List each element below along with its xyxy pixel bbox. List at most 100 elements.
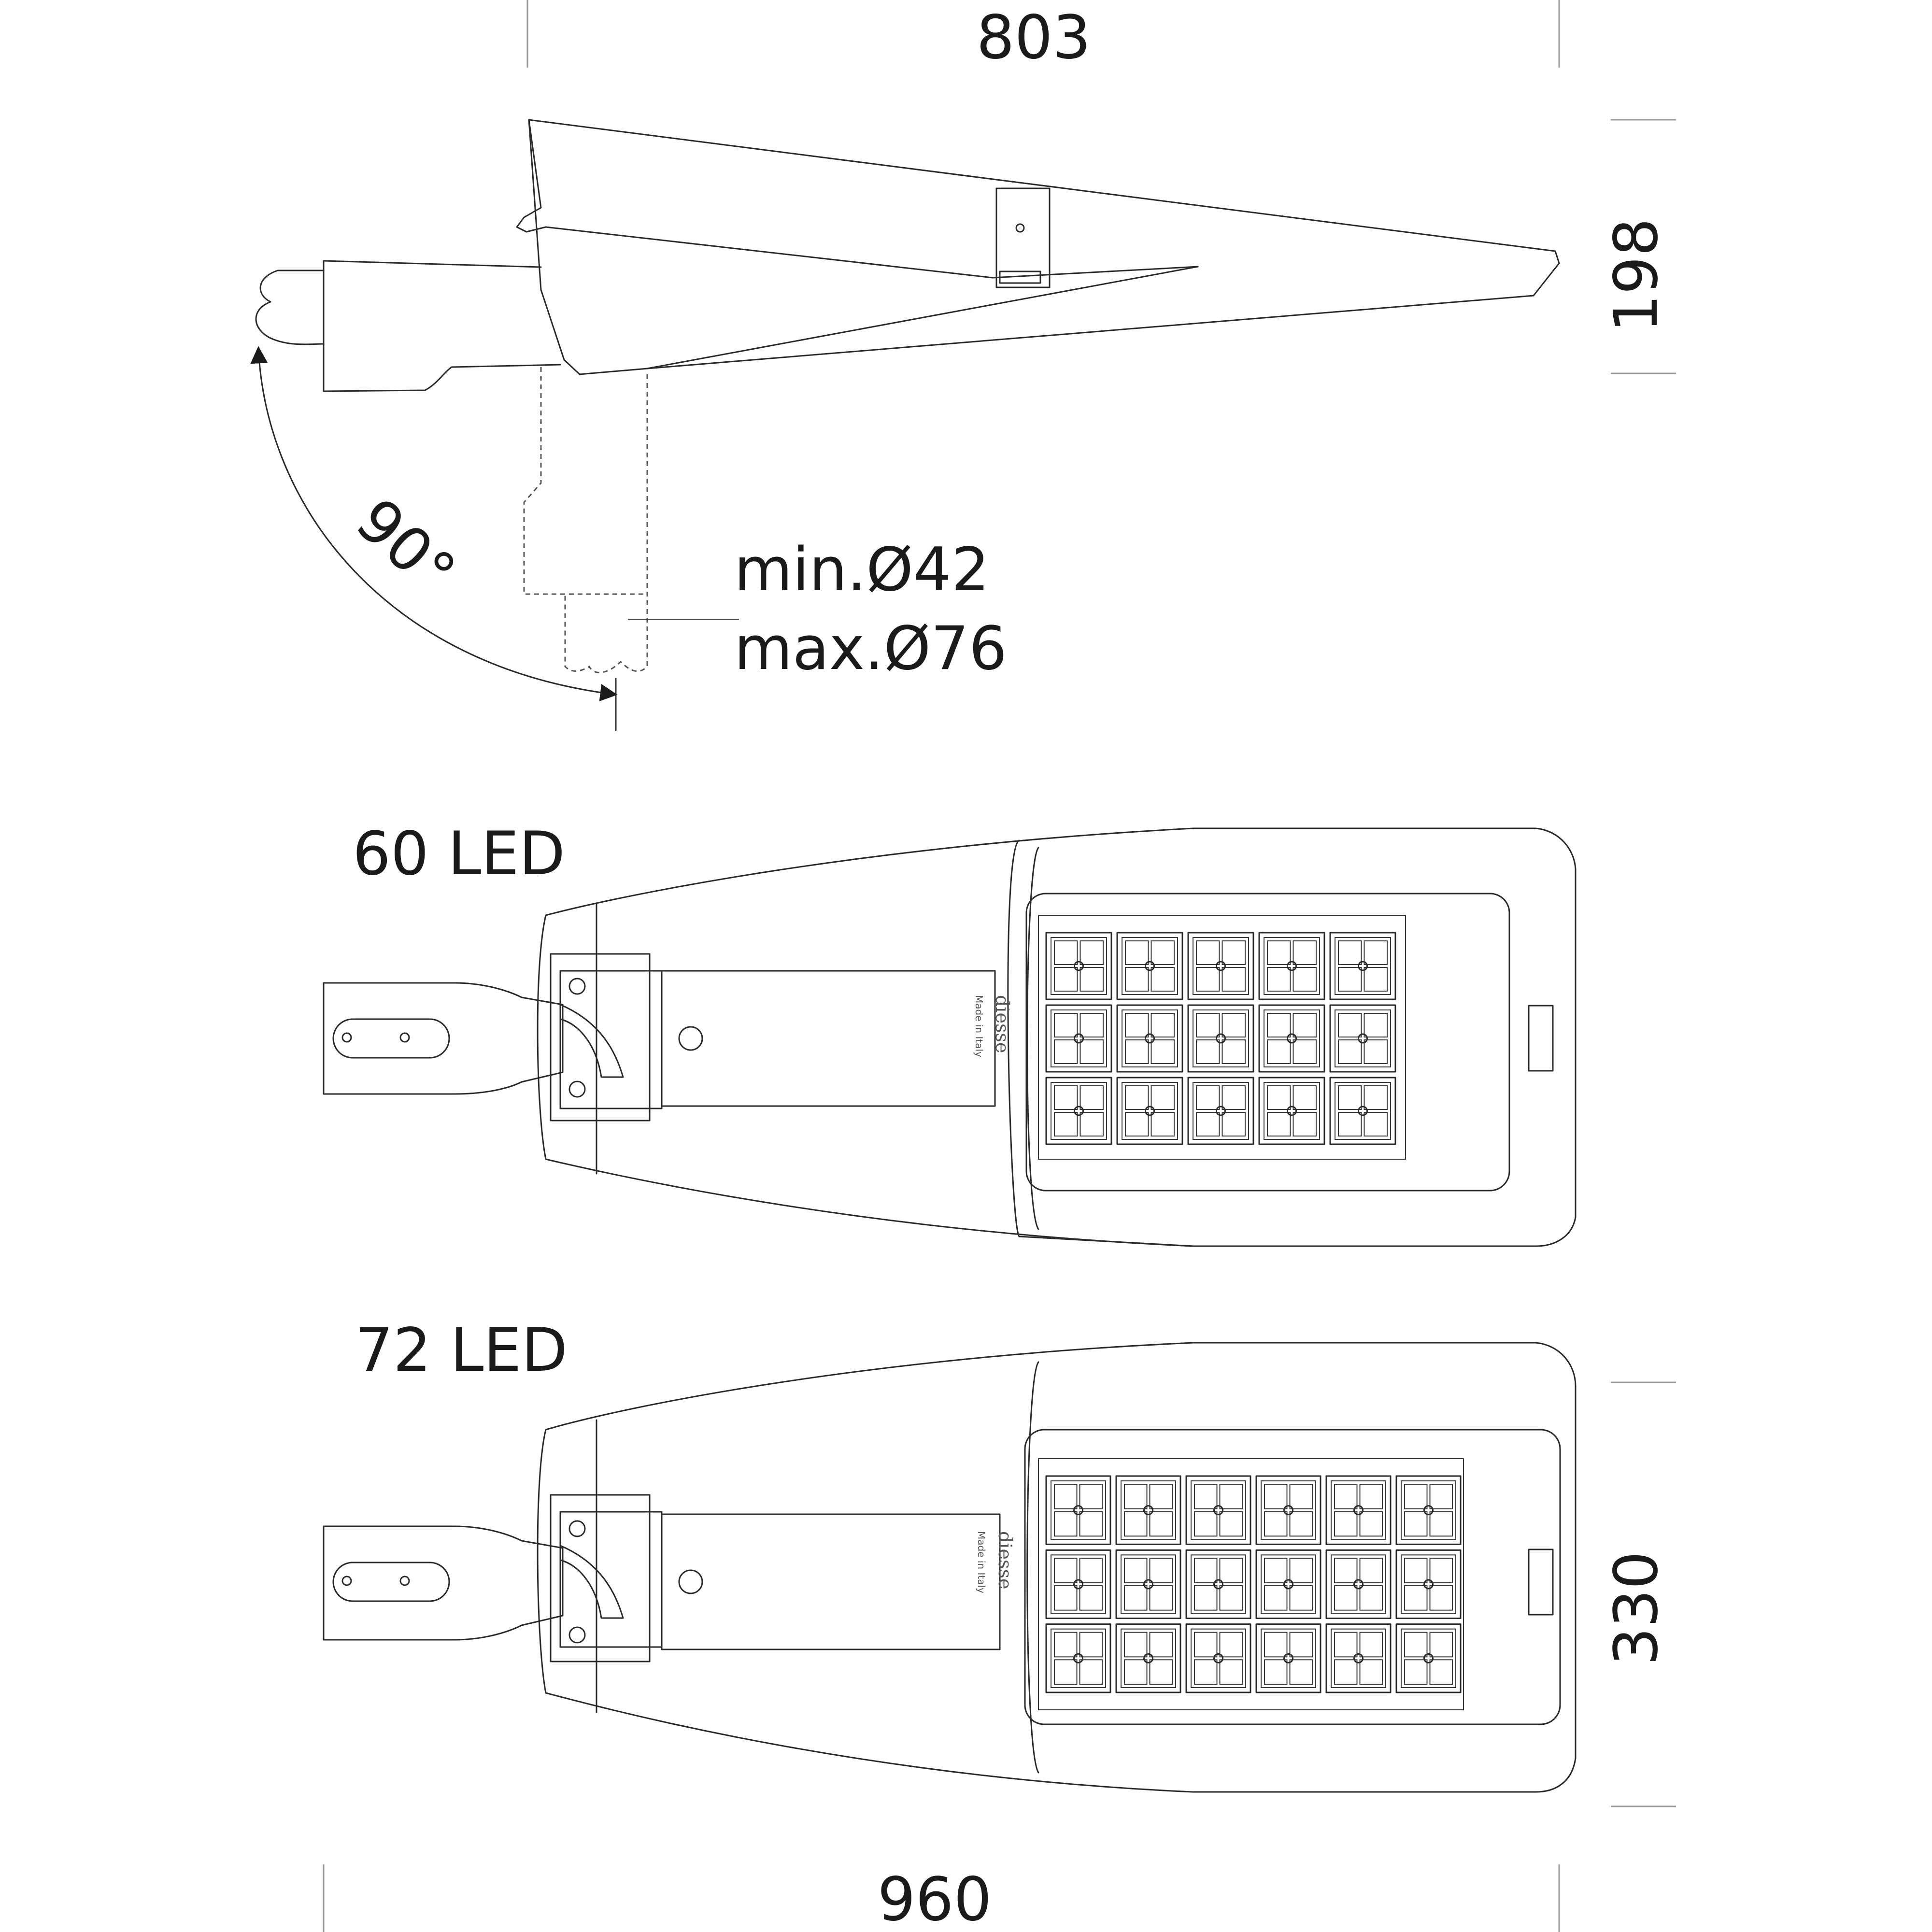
arm-slot	[332, 1562, 450, 1602]
pole-min-diameter: min.Ø42	[734, 535, 990, 605]
led-module-screw	[1283, 1653, 1293, 1663]
led-lens	[1080, 967, 1104, 992]
led-module-screw	[1143, 1579, 1153, 1590]
led-module-screw	[1074, 1106, 1084, 1116]
led-module-inner	[1401, 1628, 1456, 1689]
led-module-inner	[1331, 1554, 1386, 1614]
led-module	[1187, 932, 1254, 1000]
led-module-inner	[1122, 1082, 1178, 1140]
led-lens	[1054, 1585, 1078, 1611]
led-module-screw	[1073, 1653, 1083, 1663]
led-module	[1329, 1004, 1396, 1073]
led-lens	[1196, 940, 1220, 965]
led-lens	[1264, 1511, 1288, 1537]
led-lens	[1289, 1558, 1313, 1583]
led-lens	[1404, 1484, 1428, 1509]
led-lens	[1194, 1632, 1218, 1658]
led-module-inner	[1122, 937, 1178, 995]
led-module-inner	[1191, 1554, 1246, 1614]
bracket-saddle	[559, 1545, 624, 1619]
led-lens	[1149, 1659, 1173, 1685]
led-module-screw	[1213, 1579, 1223, 1590]
led-lens	[1151, 1085, 1175, 1110]
led-lens	[1334, 1585, 1358, 1611]
bracket-neck	[661, 1513, 1001, 1650]
led-lens	[1079, 1558, 1103, 1583]
led-lens	[1359, 1659, 1383, 1685]
mount-bracket	[550, 953, 651, 1122]
led-module	[1258, 1004, 1325, 1073]
side-clip-hole	[1015, 223, 1025, 233]
led-lens	[1080, 1085, 1104, 1110]
led-lens	[1149, 1558, 1173, 1583]
plan-view-60-led: diesse Made in Italy	[323, 827, 1577, 1247]
led-lens	[1264, 1558, 1288, 1583]
arm-hole	[678, 1026, 703, 1051]
led-module-inner	[1122, 1009, 1178, 1067]
led-lens	[1079, 1585, 1103, 1611]
led-module	[1115, 1475, 1181, 1545]
led-lens	[1080, 1112, 1104, 1136]
led-lens	[1264, 1585, 1288, 1611]
led-lens	[1429, 1558, 1453, 1583]
side-body-lower-line	[646, 266, 1199, 369]
led-lens	[1338, 1085, 1362, 1110]
led-module	[1329, 932, 1396, 1000]
housing-inner-line	[596, 847, 1039, 1230]
led-lens	[1364, 1112, 1388, 1136]
led-module-screw	[1423, 1653, 1434, 1663]
led-module-screw	[1353, 1505, 1364, 1516]
led-module-inner	[1335, 1082, 1391, 1140]
led-module-inner	[1051, 1009, 1107, 1067]
housing-inner-line	[596, 1361, 1039, 1774]
led-lens	[1364, 940, 1388, 965]
led-lens	[1151, 1013, 1175, 1037]
led-lens	[1264, 1659, 1288, 1685]
led-lens	[1267, 1013, 1291, 1037]
led-module-inner	[1261, 1628, 1316, 1689]
led-module-screw	[1358, 1033, 1368, 1044]
side-mounting-arm	[323, 260, 561, 392]
arm-bolt-2	[399, 1576, 410, 1586]
led-module-screw	[1074, 1033, 1084, 1044]
led-lens	[1151, 1112, 1175, 1136]
plan-view-72-led: diesse Made in Italy	[323, 1342, 1577, 1793]
led-module-screw	[1287, 1033, 1297, 1044]
led-lens	[1079, 1511, 1103, 1537]
led-module-inner	[1051, 937, 1107, 995]
pole-max-diameter: max.Ø76	[734, 614, 1007, 683]
led-module-inner	[1051, 1480, 1106, 1540]
mount-arm	[323, 982, 564, 1095]
bracket-plate	[559, 970, 663, 1109]
led-module-screw	[1073, 1505, 1083, 1516]
led-module-screw	[1074, 961, 1084, 971]
led-lens	[1338, 1112, 1362, 1136]
led-module	[1255, 1623, 1321, 1693]
arm-bolt-1	[341, 1576, 352, 1586]
brand-marking: diesse	[994, 1531, 1016, 1589]
origin-marking: Made in Italy	[973, 995, 985, 1057]
led-lens	[1267, 1112, 1291, 1136]
led-lens	[1054, 1558, 1078, 1583]
led-lens	[1124, 1632, 1148, 1658]
led-module-screw	[1423, 1505, 1434, 1516]
bracket-screw-bottom	[568, 1080, 586, 1098]
side-body-midline	[545, 226, 1199, 279]
led-lens	[1125, 1013, 1149, 1037]
led-module	[1045, 932, 1112, 1000]
view-60-led-label: 60 LED	[353, 819, 565, 889]
led-lens	[1149, 1511, 1173, 1537]
led-lens	[1194, 1558, 1218, 1583]
housing-outline	[537, 827, 1577, 1247]
led-module-inner	[1331, 1628, 1386, 1689]
bracket-saddle	[559, 1004, 624, 1078]
led-lens	[1125, 1112, 1149, 1136]
led-module-inner	[1121, 1628, 1176, 1689]
housing-step-line	[1007, 839, 1194, 1247]
led-lens	[1222, 1013, 1246, 1037]
led-module-screw	[1358, 961, 1368, 971]
led-lens	[1219, 1511, 1243, 1537]
led-lens	[1196, 1013, 1220, 1037]
led-lens	[1289, 1484, 1313, 1509]
